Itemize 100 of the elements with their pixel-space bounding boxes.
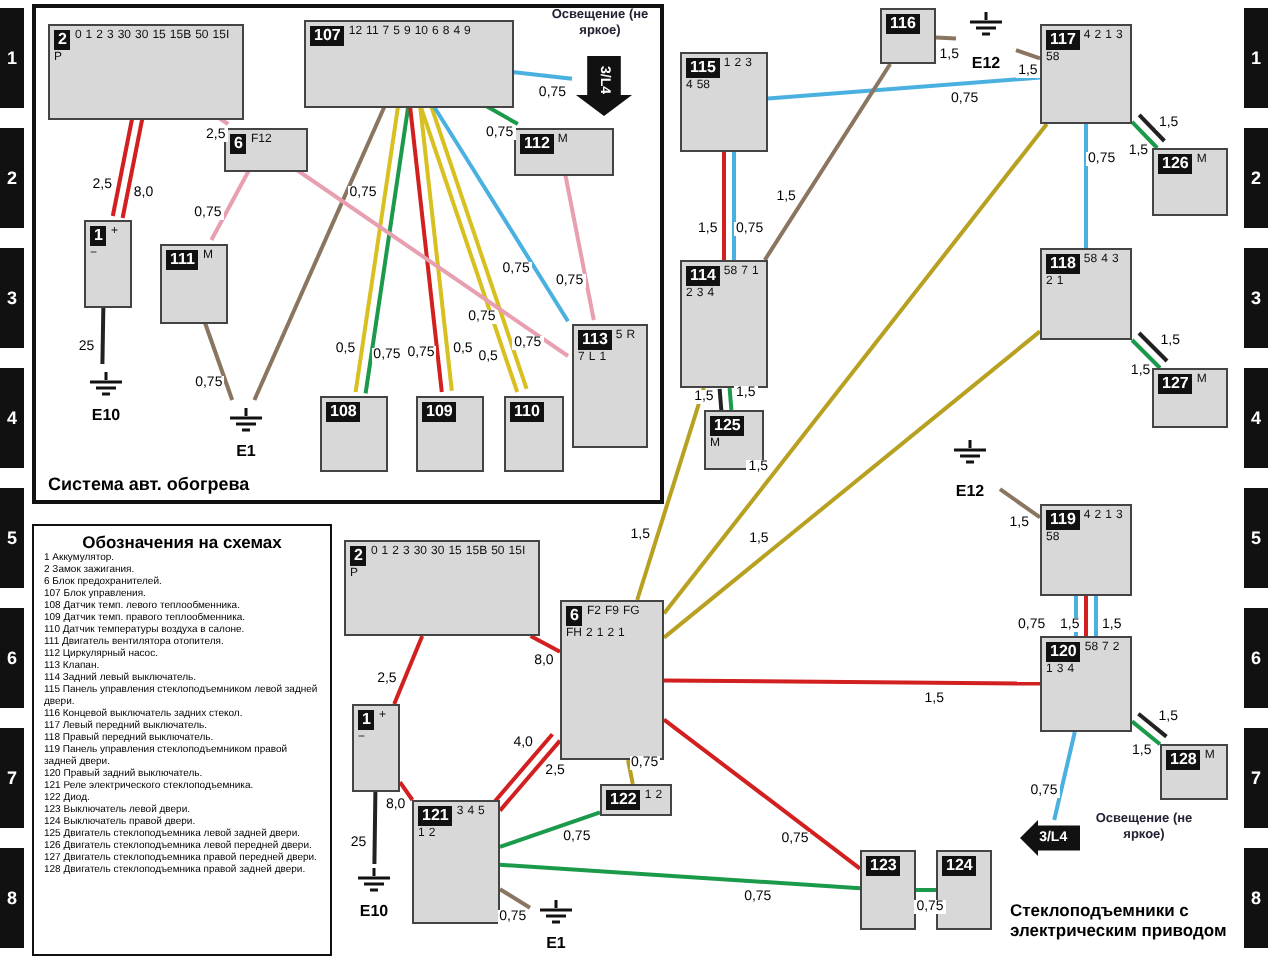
part-number: 127 — [1158, 374, 1193, 394]
connection-tag — [576, 56, 632, 116]
panel-title: Система авт. обогрева — [48, 474, 250, 494]
wire — [722, 152, 726, 260]
part-number: 125 — [710, 416, 745, 436]
wire — [430, 102, 570, 323]
wire — [398, 781, 415, 802]
relay-box — [412, 800, 500, 924]
wire — [662, 329, 1042, 640]
fuse-box — [224, 128, 308, 172]
switch-panel-box — [1040, 636, 1132, 732]
part-number: 119 — [1046, 510, 1080, 530]
part-number: 122 — [606, 790, 641, 810]
wire — [1015, 48, 1041, 61]
part-number: 116 — [886, 14, 920, 34]
ground-label: E1 — [234, 442, 258, 460]
wire — [1074, 596, 1078, 636]
part-number: 111 — [166, 250, 199, 270]
sensor-box — [416, 396, 484, 472]
part-number: 118 — [1046, 254, 1080, 274]
wire — [481, 102, 519, 126]
part-number: 2 — [54, 30, 71, 50]
wire — [1052, 731, 1077, 821]
wire — [499, 810, 601, 849]
wire — [252, 103, 388, 401]
diode-box — [600, 784, 672, 816]
wire — [916, 888, 936, 892]
part-number: 128 — [1166, 750, 1201, 770]
ground-label: E10 — [89, 406, 123, 424]
switch-panel-box — [680, 260, 768, 388]
wire — [529, 634, 561, 654]
wire — [1094, 596, 1098, 636]
wire — [1130, 338, 1162, 370]
wire — [1130, 719, 1162, 746]
wire — [1130, 120, 1159, 150]
wire — [935, 35, 957, 41]
part-number: 107 — [310, 26, 345, 46]
row-number: 1 — [0, 8, 24, 108]
wire — [407, 103, 444, 393]
connection-tag — [1020, 820, 1080, 856]
ground-label: E10 — [357, 902, 391, 920]
row-number: 4 — [0, 368, 24, 468]
part-number: 110 — [510, 402, 544, 422]
wire — [363, 105, 411, 394]
row-number: 6 — [1244, 608, 1268, 708]
row-number: 1 — [1244, 8, 1268, 108]
wire — [1084, 124, 1088, 248]
wire — [1137, 113, 1166, 143]
wire — [662, 718, 862, 871]
panel-frame — [32, 4, 664, 504]
switch-panel-box — [680, 52, 768, 152]
legend-heading: Обозначения на схемах — [80, 532, 284, 552]
part-number: 109 — [422, 402, 457, 422]
wire — [214, 114, 230, 126]
fuse-box — [560, 600, 664, 760]
part-number: 123 — [866, 856, 901, 876]
row-number: 4 — [1244, 368, 1268, 468]
wire — [110, 115, 135, 217]
switch-panel-box — [1040, 504, 1132, 596]
wire — [100, 303, 106, 365]
wire — [662, 122, 1049, 615]
wire — [1084, 596, 1088, 636]
motor-box — [1160, 744, 1228, 800]
wire — [353, 103, 401, 393]
switch-panel-box — [1040, 248, 1132, 340]
wire — [1137, 712, 1168, 739]
wire — [717, 388, 724, 411]
part-number: 2 — [350, 546, 367, 566]
door-switch-box — [860, 850, 916, 930]
ignition-switch-box — [344, 540, 540, 636]
motor-box — [1152, 368, 1228, 428]
part-number: 112 — [520, 134, 554, 154]
wire — [763, 62, 892, 262]
part-number: 1 — [90, 226, 107, 246]
wire — [499, 862, 861, 891]
part-number: 114 — [686, 266, 720, 286]
wire — [509, 69, 573, 81]
valve-box — [572, 324, 648, 448]
part-number: 126 — [1158, 154, 1193, 174]
legend-panel — [32, 524, 332, 956]
row-number: 5 — [1244, 488, 1268, 588]
battery-box — [84, 220, 132, 308]
row-number: 6 — [0, 608, 24, 708]
sensor-box — [504, 396, 564, 472]
motor-box — [1152, 148, 1228, 216]
wire — [767, 75, 1041, 101]
wire — [664, 678, 1040, 686]
ground-label: E12 — [953, 482, 987, 500]
ground-label: E1 — [544, 934, 568, 952]
row-number: 7 — [1244, 728, 1268, 828]
part-number: 108 — [326, 402, 361, 422]
wire — [562, 171, 596, 321]
wire — [120, 117, 145, 219]
part-number: 117 — [1046, 30, 1080, 50]
wire — [292, 166, 570, 358]
limit-switch-box — [880, 8, 936, 64]
part-number: 115 — [686, 58, 720, 78]
wire — [727, 387, 734, 411]
wire — [372, 791, 378, 865]
row-number: 2 — [1244, 128, 1268, 228]
